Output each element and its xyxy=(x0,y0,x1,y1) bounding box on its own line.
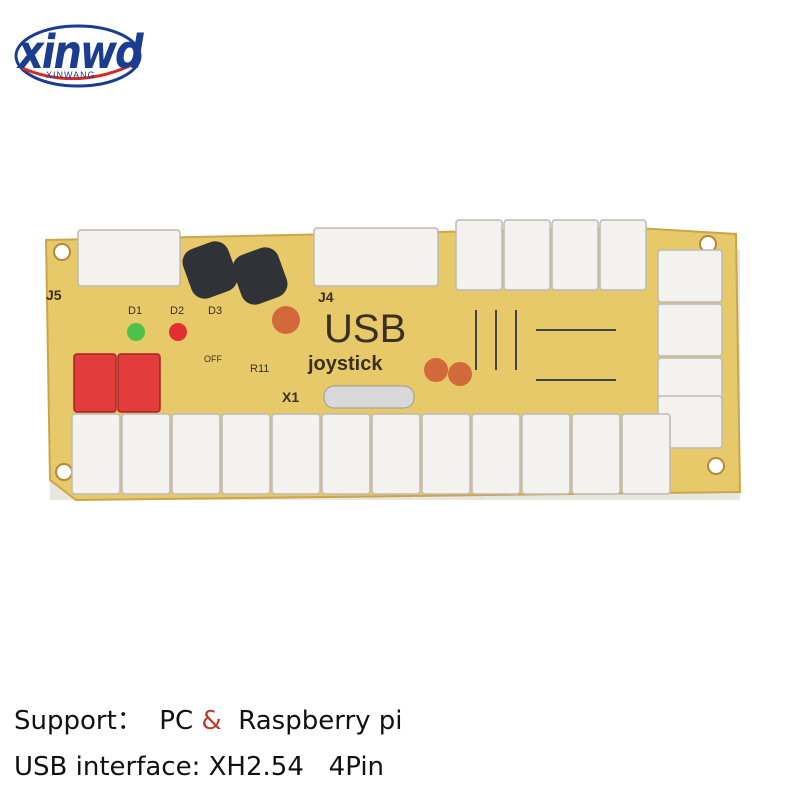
logo-wordmark: xinwd xyxy=(18,26,144,80)
silk-off: OFF xyxy=(204,354,222,364)
ampersand: & xyxy=(201,706,222,736)
logo-swoosh xyxy=(14,24,142,88)
support-caption: Support： PC & Raspberry pi xyxy=(14,700,403,737)
silk-usb: USB xyxy=(324,307,406,351)
silk-d3: D3 xyxy=(208,305,222,317)
support-prefix: Support： PC xyxy=(14,706,194,736)
pcb-illustration: USB joystick J5 J4 D1 D2 D3 R11 X1 OFF xyxy=(44,219,742,502)
silk-d2: D2 xyxy=(170,305,184,317)
silk-r11: R11 xyxy=(250,363,269,375)
bottom-connector-row xyxy=(71,413,671,495)
brand-logo: xinwd XINWANG xyxy=(12,22,144,88)
silk-j5: J5 xyxy=(46,287,62,303)
logo-subtext: XINWANG xyxy=(46,70,96,80)
silk-joystick: joystick xyxy=(307,353,383,375)
interface-caption: USB interface: XH2.54 4Pin xyxy=(14,752,385,782)
silk-x1: X1 xyxy=(282,389,299,405)
silk-j4: J4 xyxy=(318,289,334,305)
support-suffix: Raspberry pi xyxy=(221,706,403,736)
silk-d1: D1 xyxy=(128,305,142,317)
usb-joystick-board-photo: USB joystick J5 J4 D1 D2 D3 R11 X1 OFF xyxy=(36,210,746,510)
